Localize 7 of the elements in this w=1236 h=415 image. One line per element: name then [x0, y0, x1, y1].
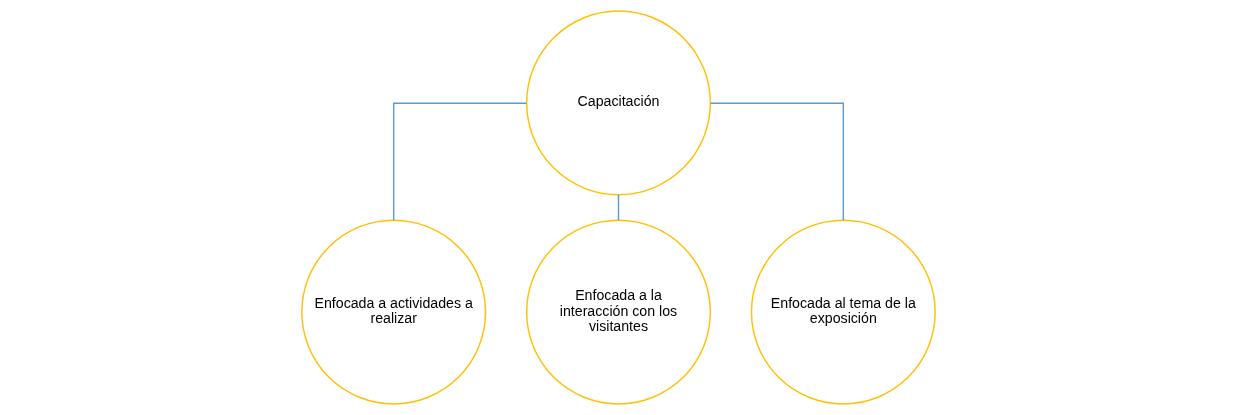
node-circle: Enfocada a actividades a realizar — [300, 219, 486, 405]
node-circle: Enfocada al tema de la exposición — [750, 219, 936, 405]
node-circle: Capacitación — [525, 10, 711, 196]
connector — [617, 194, 619, 221]
connector — [392, 102, 527, 221]
node-circle: Enfocada a la interacción con los visitantes — [525, 219, 711, 405]
connector — [709, 102, 844, 221]
